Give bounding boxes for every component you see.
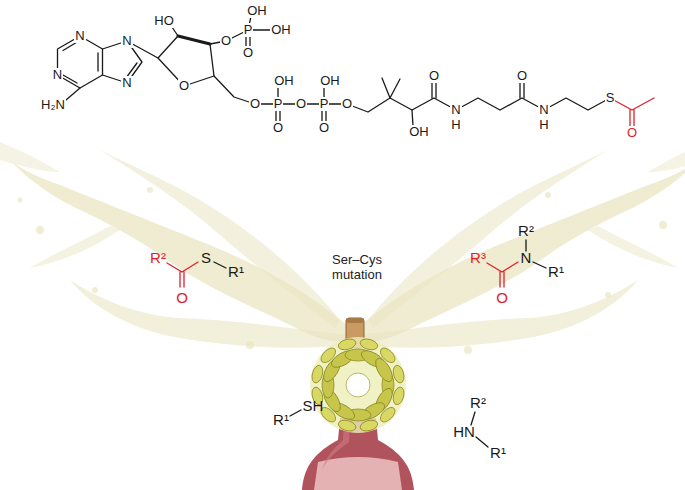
bond	[178, 36, 210, 44]
r-group: R²	[149, 249, 167, 266]
atom-label: O	[516, 69, 528, 84]
atom-label: O	[178, 79, 190, 94]
bond	[63, 42, 98, 84]
splash-drop	[605, 292, 611, 298]
bond	[290, 410, 301, 416]
splash-drop	[464, 346, 472, 354]
atom-label: H₂N	[40, 98, 66, 113]
bottle-label	[314, 457, 402, 490]
cork-top	[346, 318, 364, 323]
champagne-bottle	[302, 318, 414, 490]
bond	[66, 88, 80, 100]
atom-label: O	[428, 69, 440, 84]
bond	[347, 98, 610, 112]
atom-label: S	[605, 91, 616, 106]
r-group: R¹	[227, 263, 245, 280]
bond	[214, 262, 226, 268]
atom-label: H	[538, 118, 549, 133]
splash	[0, 142, 685, 354]
reaction-bonds	[167, 240, 546, 447]
atom-label: O	[495, 289, 509, 306]
r-group: R²	[469, 394, 487, 411]
atom-label: S	[200, 249, 212, 266]
splash-drop	[659, 221, 667, 229]
bond	[58, 36, 103, 88]
atom-label: O	[318, 121, 330, 136]
acyl-bond	[487, 262, 518, 287]
protein-helix	[372, 356, 395, 385]
bond	[432, 80, 524, 98]
atom-label: N	[52, 68, 63, 83]
atom-label: OH	[270, 23, 292, 38]
atom-label: N	[121, 76, 132, 91]
protein-inner-ring	[320, 347, 395, 422]
acetyl-bond	[610, 98, 654, 128]
r-group: R³	[469, 249, 487, 266]
atom-label: O	[272, 121, 284, 136]
atom-label: HO	[153, 14, 175, 29]
protein-structure	[310, 337, 406, 433]
splash-drop	[92, 287, 98, 293]
atom-label: O	[626, 126, 638, 141]
splash-wave	[368, 150, 608, 328]
splash-drop	[147, 187, 153, 193]
r-group: R²	[517, 222, 535, 239]
atom-label: N	[121, 34, 132, 49]
splash-left	[0, 142, 352, 349]
atom-label: O	[242, 46, 254, 61]
r-group: R¹	[272, 411, 290, 428]
splash-wave	[30, 226, 120, 268]
atom-label: N	[450, 103, 461, 118]
splash-drop	[36, 226, 44, 234]
atom-label: O	[249, 97, 261, 112]
splash-wave	[100, 150, 340, 328]
atom-label: OH	[246, 4, 268, 19]
r-group: R¹	[547, 263, 565, 280]
splash-wave	[10, 160, 352, 342]
splash-drop	[246, 341, 254, 349]
atom-label: HN	[452, 423, 476, 440]
bond	[382, 78, 413, 126]
splash-right	[356, 142, 685, 354]
splash-drop	[545, 192, 551, 198]
atom-label: P	[273, 97, 284, 112]
atom-label: SH	[302, 397, 325, 414]
splash-wave	[0, 142, 60, 172]
splash-wave	[588, 226, 678, 268]
splash-wave	[356, 160, 685, 342]
atom-label: OH	[408, 125, 430, 140]
splash-drop	[18, 198, 23, 203]
protein-pore	[346, 373, 370, 397]
acyl-bond	[167, 262, 198, 287]
r-group: R¹	[489, 444, 507, 461]
atom-label: O	[175, 289, 189, 306]
atom-label: O	[341, 97, 353, 112]
mutation-label: Ser–Cys mutation	[319, 253, 395, 283]
atom-label: N	[520, 249, 533, 266]
atom-label: O	[220, 34, 232, 49]
atom-label: OH	[273, 74, 295, 89]
atom-label: N	[538, 103, 549, 118]
atom-label: O	[295, 97, 307, 112]
molecule-bonds	[58, 12, 655, 128]
atom-label: N	[74, 29, 85, 44]
atom-label: P	[319, 97, 330, 112]
splash-wave	[648, 142, 685, 172]
protein-shadow	[310, 337, 406, 433]
atom-label: P	[243, 23, 254, 38]
atom-label: H	[450, 118, 461, 133]
atom-label: OH	[319, 74, 341, 89]
